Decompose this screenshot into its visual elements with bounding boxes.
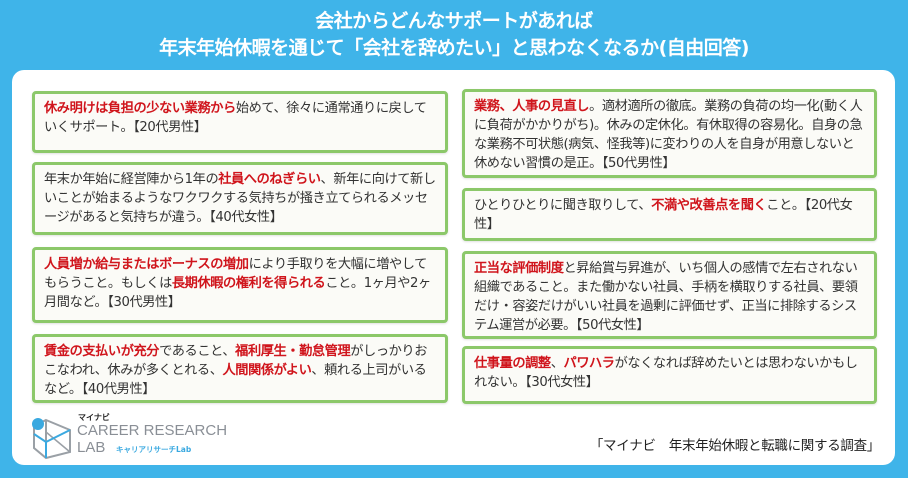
body-text: がなくなれば辞めたいとは思わないかもしれない。【30代女性】 [474, 356, 858, 390]
response-card: ひとりひとりに聞き取りして、不満や改善点を聞くこと。【20代女性】 [462, 188, 877, 241]
logo-line2: LAB [77, 439, 106, 456]
response-card: 年末か年始に経営陣から1年の社員へのねぎらい、新年に向けて新しいことが始まるよう… [32, 162, 448, 235]
body-text: 、頼れる上司がいるなど。【40代男性】 [44, 363, 427, 397]
highlighted-text: 福利厚生・勤怠管理 [235, 344, 351, 359]
response-card: 人員増か給与またはボーナスの増加により手取りを大幅に増やしてもらうこと。もしくは… [32, 247, 448, 323]
highlighted-text: 人員増か給与またはボーナスの増加 [44, 257, 249, 272]
source-citation: 「マイナビ 年末年始休暇と転職に関する調査」 [589, 438, 880, 454]
highlighted-text: パワハラ [563, 356, 615, 371]
body-text: こと。【20代女性】 [474, 198, 853, 232]
body-text: 。適材適所の徹底。業務の負荷の均一化(動く人に負荷がかかりがち)。休みの定休化。… [474, 99, 863, 171]
cube-logo-icon [32, 418, 71, 460]
body-text: 年末か年始に経営陣から1年の [44, 172, 219, 187]
career-research-lab-logo: マイナビ CAREER RESEARCH LAB キャリアリサーチLab [32, 410, 232, 460]
body-text: であること、 [159, 344, 236, 359]
logo-brand: マイナビ [78, 413, 110, 422]
body-text: と昇給賞与昇進が、いち個人の感情で左右されない組織であること。また働かない社員、… [474, 261, 858, 333]
highlighted-text: 人間関係がよい [222, 363, 312, 378]
response-card: 仕事量の調整、パワハラがなくなれば辞めたいとは思わないかもしれない。【30代女性… [462, 346, 877, 404]
highlighted-text: 正当な評価制度 [474, 261, 564, 276]
highlighted-text: 業務、人事の見直し [474, 99, 590, 114]
title-line-1: 会社からどんなサポートがあれば [315, 10, 593, 32]
response-card: 正当な評価制度と昇給賞与昇進が、いち個人の感情で左右されない組織であること。また… [462, 251, 877, 339]
logo-subtitle: キャリアリサーチLab [116, 445, 192, 454]
highlighted-text: 仕事量の調整 [474, 356, 551, 371]
highlighted-text: 不満や改善点を聞く [651, 198, 767, 213]
title-line-2: 年末年始休暇を通じて「会社を辞めたい」と思わなくなるか(自由回答) [159, 37, 749, 59]
response-card: 休み明けは負担の少ない業務から始めて、徐々に通常通りに戻していくサポート。【20… [32, 91, 448, 153]
body-text: により手取りを大幅に増やしてもらうこと。もしくは [44, 257, 427, 291]
highlighted-text: 賃金の支払いが充分 [44, 344, 160, 359]
body-text: 、新年に向けて新しいことが始まるようなワクワクする気持ちが掻き立てられるメッセー… [44, 172, 436, 225]
body-text: 始めて、徐々に通常通りに戻していくサポート。【20代男性】 [44, 101, 427, 135]
response-card: 業務、人事の見直し。適材適所の徹底。業務の負荷の均一化(動く人に負荷がかかりがち… [462, 89, 877, 178]
response-card: 賃金の支払いが充分であること、福利厚生・勤怠管理がしっかりおこなわれ、休みが多く… [32, 334, 448, 403]
body-text: 、 [550, 356, 564, 371]
highlighted-text: 長期休暇の権利を得られる [171, 276, 326, 291]
body-text: がしっかりおこなわれ、休みが多くとれる、 [44, 344, 427, 378]
logo-line1: CAREER RESEARCH [77, 422, 228, 439]
highlighted-text: 休み明けは負担の少ない業務から [44, 101, 236, 116]
page-title: 会社からどんなサポートがあれば 年末年始休暇を通じて「会社を辞めたい」と思わなく… [0, 8, 908, 62]
highlighted-text: 社員へのねぎらい [218, 172, 321, 187]
body-text: ひとりひとりに聞き取りして、 [474, 198, 652, 213]
body-text: こと。1ヶ月や2ヶ月間など。【30代男性】 [44, 276, 431, 310]
